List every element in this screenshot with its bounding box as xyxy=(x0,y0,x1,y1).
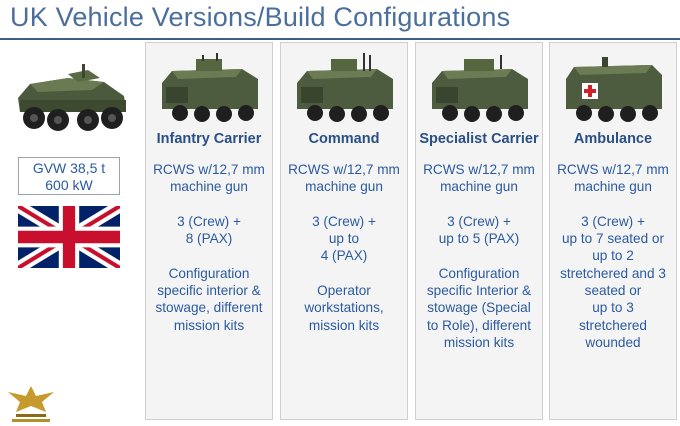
column-title: Command xyxy=(308,131,380,147)
notes-line: Operator xyxy=(317,283,371,299)
notes-line: to Role), different xyxy=(426,317,532,333)
crew-line: 4 (PAX) xyxy=(320,248,368,264)
united-kingdom-flag-icon xyxy=(18,206,120,268)
weapon-line: RCWS w/12,7 mm xyxy=(288,162,400,177)
crew-line: wounded xyxy=(585,334,641,350)
weapon-line: RCWS w/12,7 mm xyxy=(153,162,265,177)
column-title: Infantry Carrier xyxy=(156,131,262,147)
weapon-line: machine gun xyxy=(305,179,383,195)
gross-vehicle-weight: GVW 38,5 t xyxy=(32,160,106,176)
vehicle-hull-icon xyxy=(18,64,126,131)
notes-line: specific Interior & xyxy=(426,283,532,299)
armoured-vehicle-icon xyxy=(162,53,258,122)
armoured-vehicle-icon xyxy=(432,55,528,122)
weapon-line: machine gun xyxy=(574,179,652,195)
armoured-vehicle-icon xyxy=(297,53,393,122)
notes-line: mission kits xyxy=(443,334,515,350)
notes-line: stowage, different xyxy=(155,300,263,316)
column-title: Ambulance xyxy=(573,131,653,147)
weight-power-box: GVW 38,5 t 600 kW xyxy=(18,157,120,195)
crew-line: stretchered and 3 xyxy=(560,265,666,281)
eagle-emblem-icon xyxy=(8,386,54,422)
weapon-line: machine gun xyxy=(440,179,518,195)
column-command: Command RCWS w/12,7 mm machine gun 3 (Cre… xyxy=(280,42,408,420)
column-infantry-carrier: Infantry Carrier RCWS w/12,7 mm machine g… xyxy=(145,42,273,420)
crew-line: 3 (Crew) + xyxy=(312,213,376,229)
notes-line: Configuration xyxy=(168,265,250,281)
notes-line: stowage (Special xyxy=(427,300,531,316)
crew-line: 8 (PAX) xyxy=(185,231,233,247)
column-ambulance: Ambulance RCWS w/12,7 mm machine gun 3 (C… xyxy=(549,42,677,420)
notes-line: mission kits xyxy=(308,317,380,333)
title-divider xyxy=(0,38,680,40)
column-specialist-carrier: Specialist Carrier RCWS w/12,7 mm machine… xyxy=(415,42,543,420)
crew-line: seated or xyxy=(584,283,642,299)
engine-power: 600 kW xyxy=(45,177,93,193)
crew-line: up to 7 seated or xyxy=(561,231,665,247)
crew-line: up to 5 (PAX) xyxy=(438,231,520,247)
crew-line: 3 (Crew) + xyxy=(177,213,241,229)
crew-line: stretchered xyxy=(578,317,647,333)
crew-line: up to 2 xyxy=(592,248,634,264)
crew-line: 3 (Crew) + xyxy=(447,213,511,229)
crew-line: 3 (Crew) + xyxy=(581,213,645,229)
slide-title: UK Vehicle Versions/Build Configurations xyxy=(10,2,511,32)
notes-line: mission kits xyxy=(173,317,245,333)
notes-line: specific interior & xyxy=(157,283,261,299)
weapon-line: RCWS w/12,7 mm xyxy=(423,162,535,177)
crew-line: up to 3 xyxy=(592,300,634,316)
ambulance-vehicle-icon xyxy=(566,57,662,122)
crew-line: up to xyxy=(328,231,360,247)
column-title: Specialist Carrier xyxy=(419,131,539,147)
weapon-line: RCWS w/12,7 mm xyxy=(557,162,669,177)
notes-line: workstations, xyxy=(304,300,384,316)
weapon-line: machine gun xyxy=(170,179,248,195)
notes-line: Configuration xyxy=(438,265,520,281)
